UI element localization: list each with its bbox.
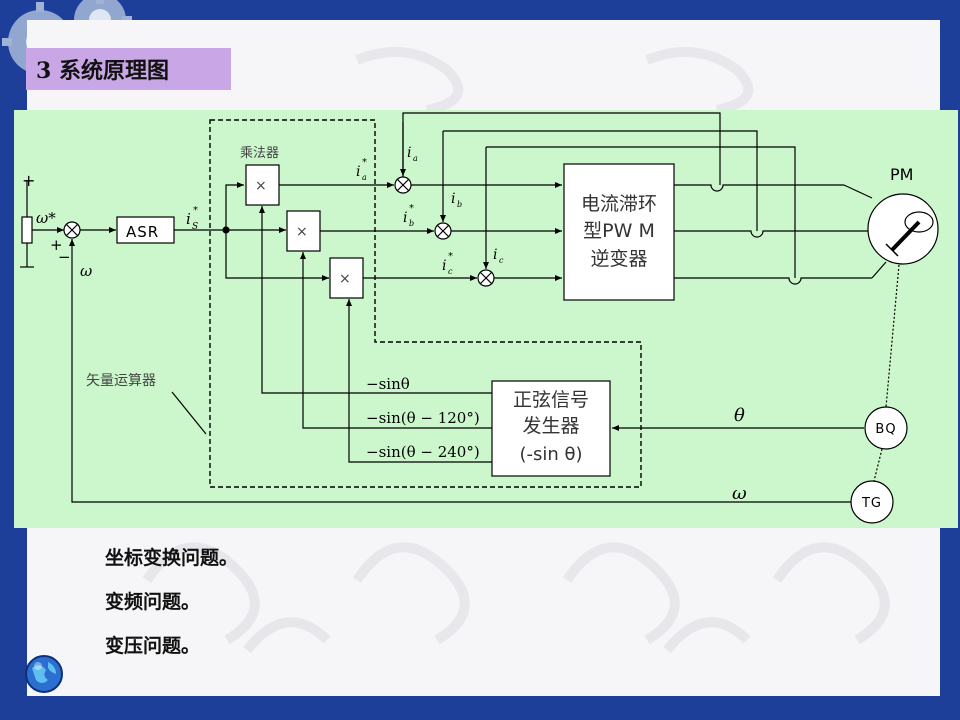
ic-ref-sup: * (448, 251, 453, 262)
sine-gen-line1: 正弦信号 (513, 389, 589, 411)
omega-feedback-label: ω (732, 483, 747, 504)
ib-sub: b (457, 200, 462, 209)
ia-ref-sub: a (362, 173, 367, 182)
ib-ref-sup: * (409, 203, 414, 214)
multiplier-b-symbol: × (296, 224, 308, 240)
slide-title: 3 系统原理图 (26, 48, 231, 90)
inverter-line2: 型PW M (583, 220, 655, 242)
diagram-canvas: + ω* + − ω ASR i S * 乘法器 × × × i a * i a… (20, 112, 939, 524)
bq-label: BQ (875, 422, 896, 437)
multiplier-c-symbol: × (339, 271, 351, 287)
ic-label: i (493, 247, 497, 263)
sine-signal-3: −sin(θ − 240°) (366, 443, 480, 461)
multiplier-a-symbol: × (255, 178, 267, 194)
ia-label: i (407, 145, 411, 161)
motor-rotor-icon (885, 211, 934, 257)
is-ref-sub: S (192, 222, 198, 232)
inverter-line1: 电流滞环 (581, 193, 657, 215)
potentiometer-plus: + (22, 171, 35, 190)
ic-sub: c (499, 256, 504, 265)
omega-ref-label: ω* (36, 209, 56, 227)
omega-label: ω (80, 262, 92, 280)
ib-ref-label: i (403, 210, 407, 226)
globe-icon (25, 655, 63, 693)
sine-signal-1: −sinθ (366, 375, 410, 393)
ib-ref-sub: b (409, 219, 414, 228)
sine-gen-line3: (-sin θ) (519, 444, 582, 465)
motor-label: PM (890, 165, 913, 184)
system-diagram: + ω* + − ω ASR i S * 乘法器 × × × i a * i a… (14, 110, 958, 528)
inverter-line3: 逆变器 (590, 248, 647, 270)
ia-ref-label: i (356, 164, 360, 180)
sine-gen-line2: 发生器 (522, 415, 579, 437)
ib-label: i (451, 191, 455, 207)
is-ref-label: i (186, 210, 191, 228)
junction-plus: + (50, 236, 63, 254)
ia-ref-sup: * (362, 157, 367, 168)
ia-sub: a (413, 154, 418, 163)
vector-unit-label: 矢量运算器 (86, 373, 156, 389)
multiplier-label: 乘法器 (240, 146, 279, 161)
asr-label: ASR (126, 223, 159, 241)
theta-label: θ (734, 405, 745, 426)
note-coordinate-transform: 坐标变换问题。 (105, 547, 239, 569)
note-frequency-conversion: 变频问题。 (105, 591, 201, 613)
ic-ref-label: i (442, 258, 446, 274)
note-voltage-conversion: 变压问题。 (105, 635, 201, 657)
junction-minus: − (58, 248, 71, 266)
tg-label: TG (861, 496, 882, 511)
panel-pattern (142, 47, 890, 654)
ic-ref-sub: c (448, 267, 453, 276)
is-ref-sup: * (193, 205, 198, 216)
sine-signal-2: −sin(θ − 120°) (366, 409, 480, 427)
